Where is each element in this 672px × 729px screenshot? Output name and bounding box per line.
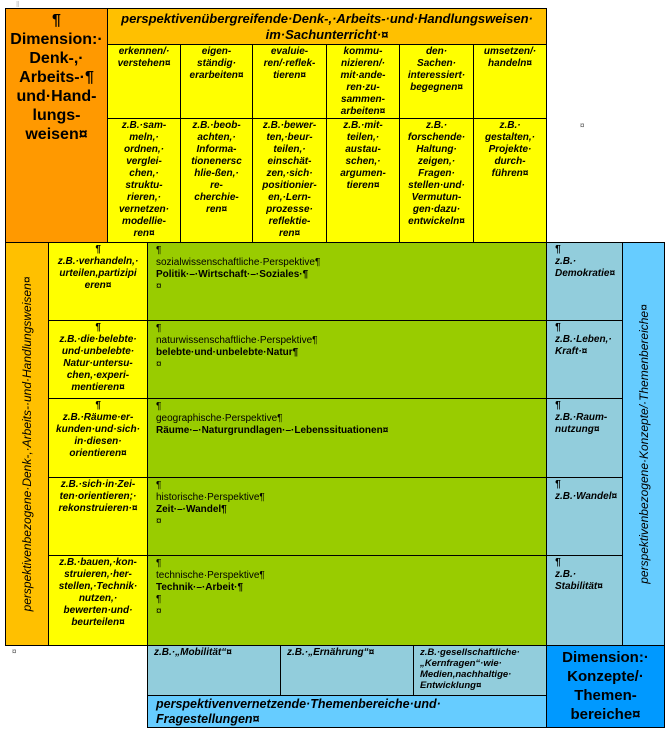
concept-cell: ¶ z.B.·Raum- nutzung¤	[546, 398, 623, 478]
skill-example-cell: z.B.·bewer- ten,·beur- teilen,· einschät…	[252, 118, 327, 243]
dimension-konzepte-themenbereiche: Dimension:· Konzepte/· Themen- bereiche¤	[546, 645, 665, 728]
left-vertical-text: perspektivenbezogene·Denk-,·Arbeits-·und…	[20, 276, 34, 612]
perspective-name: ¶ technische·Perspektive¶	[156, 558, 265, 581]
perspective-skill-cell: z.B.·bauen,·kon- struieren,·her- stellen…	[48, 555, 148, 646]
concept-cell: ¶ z.B.· Stabilität¤	[546, 555, 623, 646]
perspective-topic: Politik·–·Wirtschaft·–·Soziales·¶	[156, 269, 309, 280]
perspective-topic: Zeit·–·Wandel¶	[156, 504, 227, 515]
right-vertical-text: perspektivenbezogene·Konzepte/·Themenber…	[636, 304, 651, 584]
skill-example-cell: z.B.·sam- meln,· ordnen,· verglei- chen,…	[107, 118, 181, 243]
concept-cell: ¶ z.B.·Wandel¤	[546, 477, 623, 556]
skill-title-cell: kommu- nizieren/· mit·ande- ren·zu- samm…	[326, 44, 400, 119]
perspective-topic: belebte·und·unbelebte·Natur¶	[156, 347, 299, 358]
skill-example-cell: z.B.·mit- teilen,· austau- schen,· argum…	[326, 118, 400, 243]
perspective-name: ¶ geographische·Perspektive¶	[156, 401, 283, 424]
skill-title-cell: erkennen/· verstehen¤	[107, 44, 181, 119]
example-mobilitaet: z.B.·„Mobilität“¤	[147, 645, 281, 696]
perspective-cell: ¶ sozialwissenschaftliche·Perspektive¶Po…	[147, 242, 547, 321]
example-kernfragen: z.B.·gesellschaftliche· „Kernfragen“·wie…	[413, 645, 547, 696]
cell-end-mark: ¶ ¤	[156, 594, 162, 617]
cell-end-mark: ¤	[580, 121, 585, 130]
perspective-skill-cell: ¶ z.B.·verhandeln,· urteilen,partizipi e…	[48, 242, 148, 321]
cell-end-mark: ¤	[156, 281, 162, 292]
concept-cell: ¶ z.B.· Demokratie¤	[546, 242, 623, 321]
perspective-cell: ¶ geographische·Perspektive¶Räume·–·Natu…	[147, 398, 547, 478]
skill-title-cell: umsetzen/· handeln¤	[473, 44, 547, 119]
dimension-denk-arbeits-handlungsweisen: ¶ Dimension:· Denk-,· Arbeits-·¶ und·Han…	[5, 8, 108, 243]
skill-example-cell: z.B.· gestalten,· Projekte· durch- führe…	[473, 118, 547, 243]
left-vertical-label: perspektivenbezogene·Denk-,·Arbeits-·und…	[5, 242, 49, 646]
perspective-skill-cell: ¶ z.B.·Räume·er- kunden·und·sich· in·die…	[48, 398, 148, 478]
perspective-cell: ¶ historische·Perspektive¶Zeit·–·Wandel¶…	[147, 477, 547, 556]
skill-title-cell: eigen- ständig· erarbeiten¤	[180, 44, 253, 119]
cell-end-mark: ¤	[156, 516, 162, 527]
skill-example-cell: z.B.·beob- achten,· Informa- tionenersc …	[180, 118, 253, 243]
perspective-skill-cell: ¶ z.B.·die·belebte· und·unbelebte· Natur…	[48, 320, 148, 399]
perspective-name: ¶ sozialwissenschaftliche·Perspektive¶	[156, 245, 321, 268]
skill-example-cell: z.B.· forschende· Haltung· zeigen,· Frag…	[399, 118, 474, 243]
perspective-name: ¶ historische·Perspektive¶	[156, 480, 265, 503]
perspective-cell: ¶ technische·Perspektive¶Technik·–·Arbei…	[147, 555, 547, 646]
perspective-topic: Technik·–·Arbeit·¶	[156, 582, 244, 593]
example-ernaehrung: z.B.·„Ernährung“¤	[280, 645, 414, 696]
row-end-mark: ¤	[12, 647, 17, 656]
right-vertical-label: perspektivenbezogene·Konzepte/·Themenber…	[622, 242, 665, 646]
perspective-name: ¶ naturwissenschaftliche·Perspektive¶	[156, 323, 318, 346]
perspective-topic: Räume·–·Naturgrundlagen·–·Lebenssituatio…	[156, 425, 389, 436]
concept-cell: ¶ z.B.·Leben,· Kraft·¤	[546, 320, 623, 399]
skill-title-cell: evaluie- ren/·reflek- tieren¤	[252, 44, 327, 119]
perspective-cell: ¶ naturwissenschaftliche·Perspektive¶bel…	[147, 320, 547, 399]
cell-end-mark: ¤	[156, 359, 162, 370]
perspektivenvernetzende-label: perspektivenvernetzende·Themenbereiche·u…	[147, 695, 547, 728]
cursor-mark: ‖	[16, 0, 20, 9]
skill-title-cell: den· Sachen· interessiert· begegnen¤	[399, 44, 474, 119]
perspective-skill-cell: z.B.·sich·in·Zei- ten·orientieren;· reko…	[48, 477, 148, 556]
crosscutting-header: perspektivenübergreifende·Denk-,·Arbeits…	[107, 8, 547, 45]
